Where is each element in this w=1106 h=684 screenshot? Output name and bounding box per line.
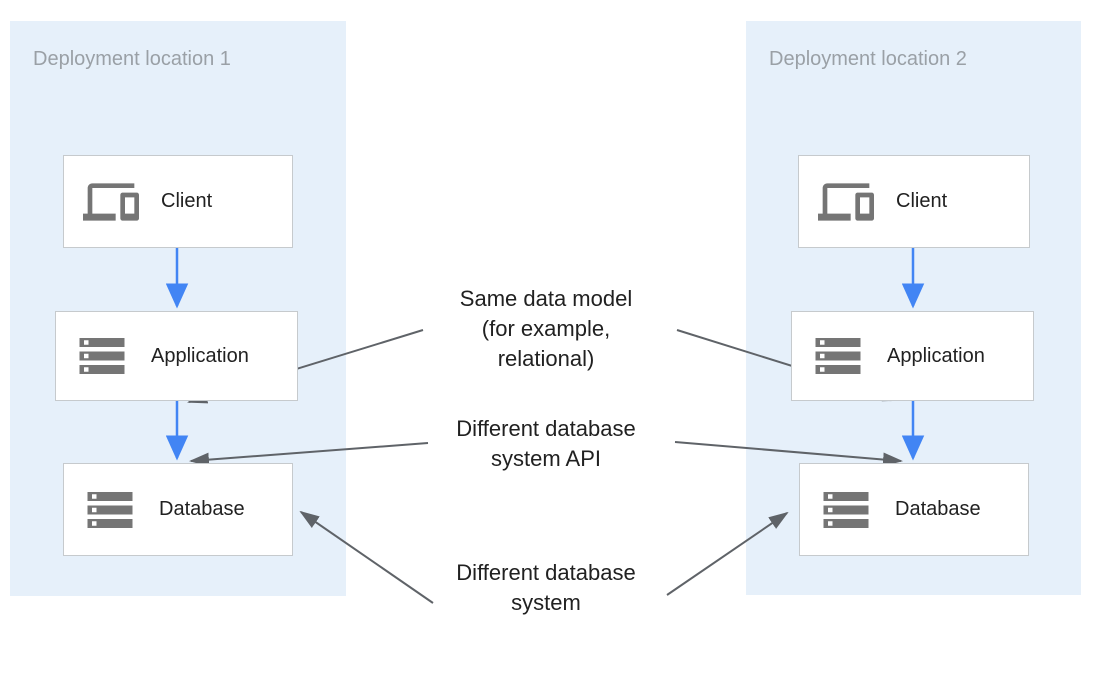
database-node-2: Database xyxy=(799,463,1029,556)
server-stack-icon xyxy=(819,483,873,537)
devices-icon xyxy=(83,174,139,230)
application-node-2: Application xyxy=(791,311,1034,401)
devices-icon xyxy=(818,174,874,230)
node-label: Database xyxy=(895,498,981,520)
node-label: Application xyxy=(887,344,985,367)
node-label: Database xyxy=(159,498,245,520)
client-node-2: Client xyxy=(798,155,1030,248)
database-node-1: Database xyxy=(63,463,293,556)
annotation-line: Same data model xyxy=(459,286,633,311)
panel-title: Deployment location 2 xyxy=(769,48,967,70)
application-node-1: Application xyxy=(55,311,298,401)
server-stack-icon xyxy=(75,329,129,383)
annotation-different-database-system-api: Different database system API xyxy=(416,414,676,474)
annotation-line: Different database xyxy=(456,416,636,441)
server-stack-icon xyxy=(83,483,137,537)
annotation-line: system xyxy=(511,590,581,615)
node-label: Client xyxy=(161,190,213,212)
annotation-line: system API xyxy=(490,446,602,471)
annotation-line: relational) xyxy=(497,346,595,371)
annotation-same-data-model: Same data model (for example, relational… xyxy=(416,284,676,374)
node-label: Application xyxy=(151,344,249,367)
client-node-1: Client xyxy=(63,155,293,248)
annotation-line: (for example, xyxy=(481,316,611,341)
annotation-different-database-system: Different database system xyxy=(416,558,676,618)
panel-title: Deployment location 1 xyxy=(33,48,231,70)
node-label: Client xyxy=(896,190,948,212)
server-stack-icon xyxy=(811,329,865,383)
annotation-line: Different database xyxy=(456,560,636,585)
